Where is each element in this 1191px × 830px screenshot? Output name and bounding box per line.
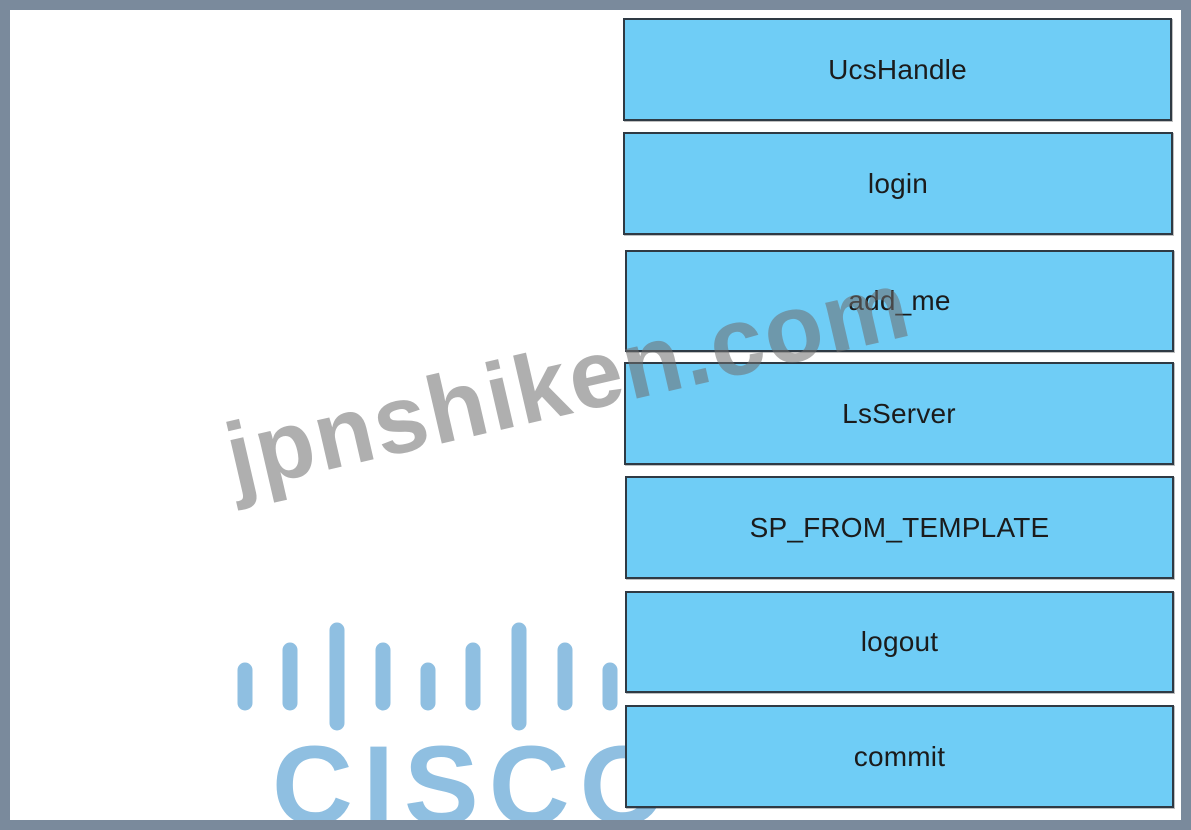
cisco-logo-bars-icon <box>237 622 618 731</box>
canvas: CISCO UcsHandle login add_me LsServer SP… <box>10 10 1181 820</box>
code-block-label: LsServer <box>842 397 956 429</box>
code-block-ucshandle[interactable]: UcsHandle <box>623 18 1172 121</box>
code-block-label: login <box>867 167 929 199</box>
code-block-sp-from-template[interactable]: SP_FROM_TEMPLATE <box>625 476 1174 579</box>
code-block-commit[interactable]: commit <box>625 705 1174 808</box>
code-block-label: add_me <box>848 285 951 316</box>
code-block-label: logout <box>860 626 939 657</box>
cisco-logo-wordmark: CISCO <box>272 723 677 821</box>
code-block-label: UcsHandle <box>828 53 967 85</box>
code-block-login[interactable]: login <box>623 132 1173 235</box>
code-block-label: commit <box>853 740 946 772</box>
code-block-logout[interactable]: logout <box>625 591 1174 693</box>
code-block-lsserver[interactable]: LsServer <box>624 362 1174 465</box>
code-block-add-me[interactable]: add_me <box>625 250 1174 352</box>
code-block-label: SP_FROM_TEMPLATE <box>749 511 1050 543</box>
